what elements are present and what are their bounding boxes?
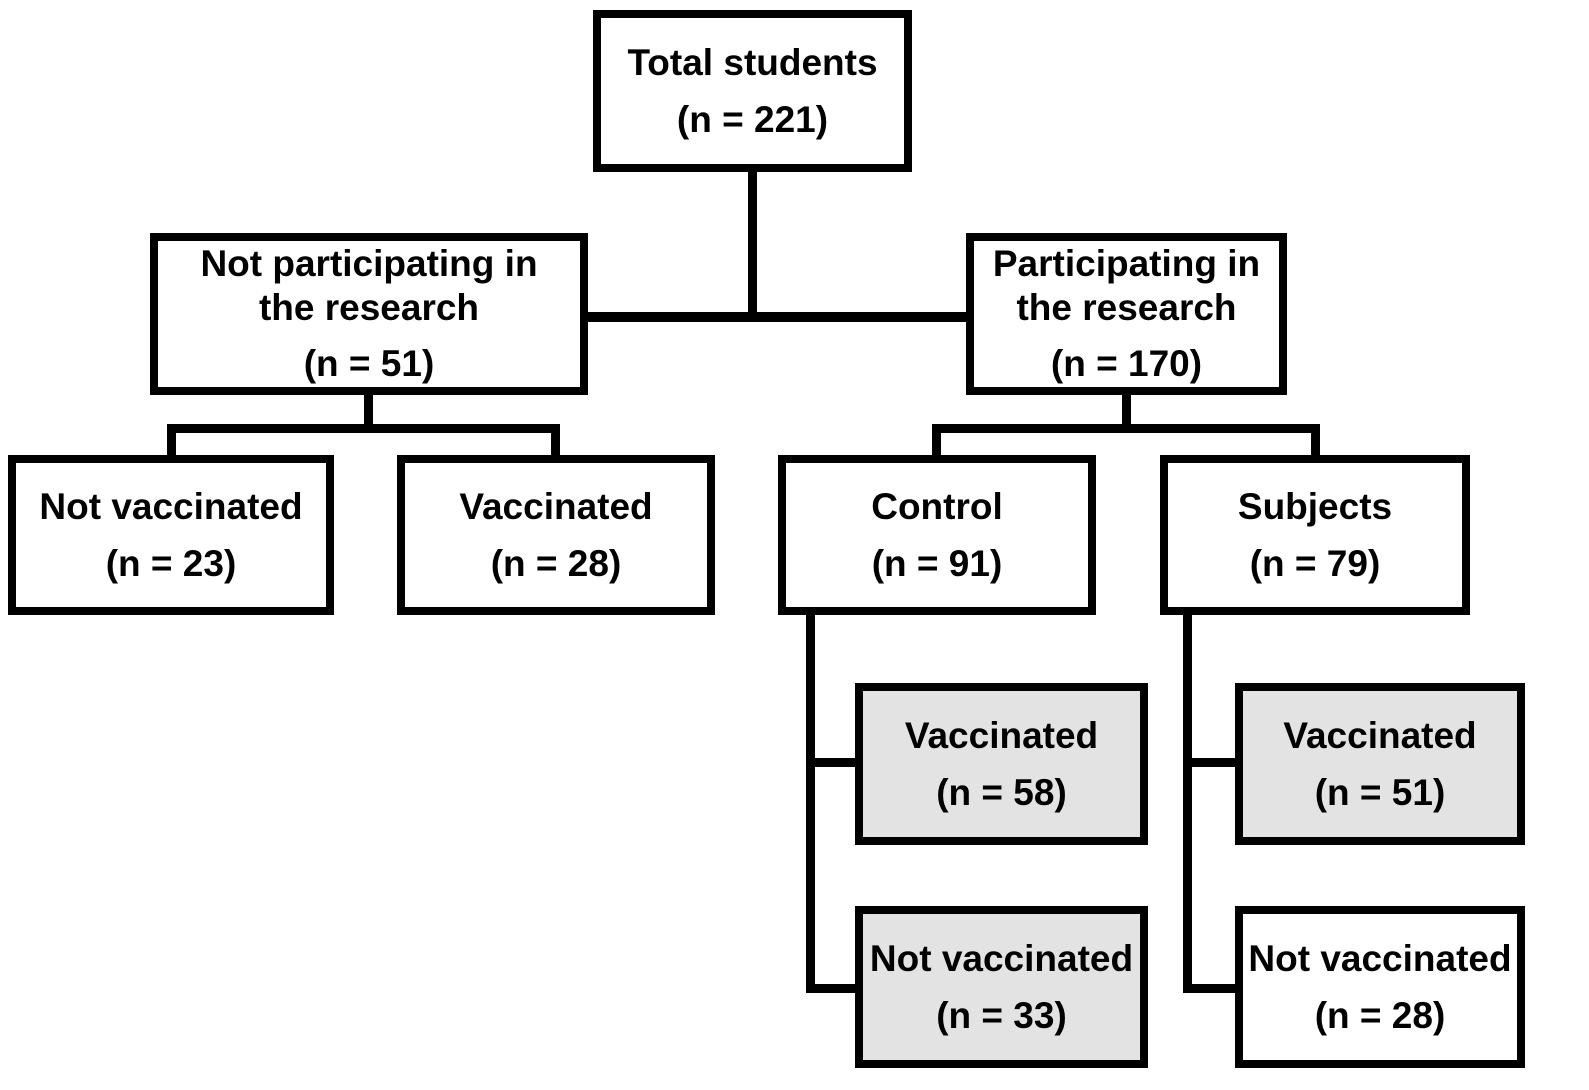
node-participating: Participating in the research (n = 170)	[966, 233, 1287, 395]
node-label: Not participating in the research	[200, 243, 538, 328]
connector-subjects-branch-vertical	[1183, 615, 1192, 993]
connector-p-right-stub	[1311, 424, 1320, 455]
connector-subjects-not-vaccinated-elbow	[1183, 984, 1241, 993]
node-not-participating: Not participating in the research (n = 5…	[150, 233, 588, 395]
connector-control-branch-vertical	[806, 615, 815, 993]
connector-subjects-vaccinated-stub	[1183, 758, 1235, 767]
node-count: (n = 28)	[490, 542, 622, 584]
node-count: (n = 51)	[1314, 771, 1446, 813]
node-count: (n = 28)	[1314, 994, 1446, 1036]
connector-control-vaccinated-stub	[806, 758, 855, 767]
connector-np-left-stub	[167, 424, 176, 455]
node-label: Total students	[627, 41, 878, 83]
node-count: (n = 170)	[1050, 343, 1203, 385]
node-label: Vaccinated	[1283, 714, 1477, 756]
connector-not-participating-horizontal	[167, 424, 560, 433]
node-subjects-not-vaccinated: Not vaccinated (n = 28)	[1235, 906, 1525, 1068]
node-label: Not vaccinated	[869, 937, 1134, 979]
node-label: Not vaccinated	[39, 485, 303, 527]
connector-control-not-vaccinated-elbow	[806, 984, 861, 993]
node-count: (n = 58)	[936, 771, 1067, 813]
connector-not-participating-stem	[364, 395, 373, 433]
connector-total-stem	[748, 172, 757, 321]
node-count: (n = 33)	[936, 994, 1067, 1036]
node-subjects-vaccinated: Vaccinated (n = 51)	[1235, 683, 1525, 845]
node-control-vaccinated: Vaccinated (n = 58)	[855, 683, 1148, 845]
node-label: Subjects	[1237, 485, 1393, 527]
node-control: Control (n = 91)	[778, 455, 1096, 615]
node-count: (n = 79)	[1249, 542, 1381, 584]
node-label: Control	[871, 485, 1003, 527]
node-label: Vaccinated	[904, 714, 1099, 756]
node-label: Vaccinated	[459, 485, 653, 527]
connector-p-left-stub	[932, 424, 941, 455]
connector-np-right-stub	[551, 424, 560, 455]
node-control-not-vaccinated: Not vaccinated (n = 33)	[855, 906, 1148, 1068]
connector-participating-stem	[1122, 395, 1131, 433]
connector-participating-horizontal	[932, 424, 1320, 433]
node-count: (n = 23)	[105, 542, 237, 584]
node-count: (n = 221)	[676, 98, 829, 140]
node-not-participating-vaccinated: Vaccinated (n = 28)	[397, 455, 715, 615]
node-subjects: Subjects (n = 79)	[1160, 455, 1470, 615]
node-total-students: Total students (n = 221)	[593, 10, 912, 172]
node-count: (n = 91)	[871, 542, 1003, 584]
node-label: Not vaccinated	[1248, 937, 1512, 979]
node-label: Participating in the research	[992, 243, 1261, 328]
node-not-participating-not-vaccinated: Not vaccinated (n = 23)	[8, 455, 334, 615]
connector-level1-horizontal	[588, 312, 966, 322]
node-count: (n = 51)	[303, 343, 435, 385]
